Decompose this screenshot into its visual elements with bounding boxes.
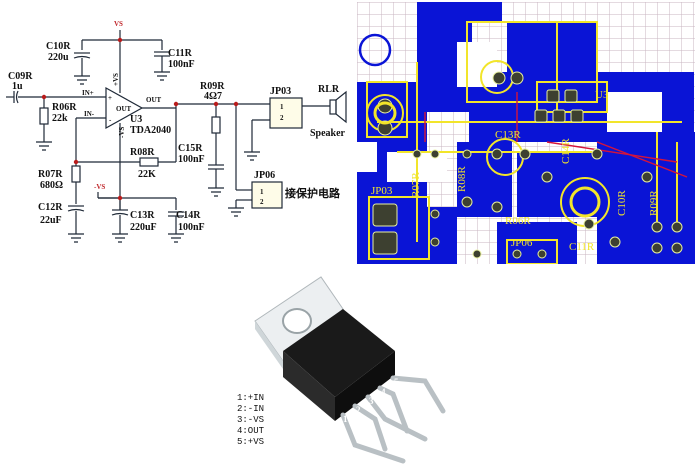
pcb-pads xyxy=(372,71,683,259)
pcb-r07r-label: R07R xyxy=(410,172,422,198)
pcb-r06r-label: R06R xyxy=(505,215,531,227)
r06r-name: R06R xyxy=(52,102,77,113)
c09r-value: 1u xyxy=(12,81,23,92)
red-traces xyxy=(424,92,688,178)
pcb-c14r-label: C14R xyxy=(560,138,572,164)
pcb-jp03-label: JP03 xyxy=(371,185,393,197)
c10r-hatch xyxy=(373,101,397,125)
jp06-name: JP06 xyxy=(254,170,275,181)
c15r-name: C15R xyxy=(178,143,203,154)
c10r-name: C10R xyxy=(46,41,71,52)
pin-legend: 1:+IN 2:-IN 3:-VS 4:OUT 5:+VS xyxy=(237,393,264,448)
r07r-value: 680Ω xyxy=(40,180,63,191)
opamp-plus-sign: + xyxy=(108,94,112,102)
schematic-wires xyxy=(6,30,347,243)
vs-rail-label: VS xyxy=(114,20,123,28)
pin-legend-4: 4:OUT xyxy=(237,426,265,436)
jp03-pin-2: 2 xyxy=(280,114,284,122)
opamp-vs-minus: -VS xyxy=(118,127,126,138)
pin-number-1: 1 xyxy=(343,414,348,424)
pcb-r08r-label: R08R xyxy=(456,166,468,192)
jp03-name: JP03 xyxy=(270,86,291,97)
junction-dots xyxy=(41,37,239,201)
pin-number-5: 5 xyxy=(394,377,399,387)
opamp-name: U3 xyxy=(130,114,142,125)
jp06-protection-label: 接保护电路 xyxy=(285,186,341,200)
r09r-name: R09R xyxy=(200,81,225,92)
package-body-front xyxy=(335,351,395,421)
pin-legend-2: 2:-IN xyxy=(237,404,265,414)
mounting-hole xyxy=(358,33,392,67)
pcb-c11r-label: C11R xyxy=(569,241,595,253)
jp06-pin-2: 2 xyxy=(260,198,264,206)
pin-legend-1: 1:+IN xyxy=(237,393,265,403)
c13r-name: C13R xyxy=(130,210,155,221)
c09r-name: C09R xyxy=(8,71,33,82)
opamp-minus-sign: - xyxy=(109,116,112,124)
speaker-label: Speaker xyxy=(310,128,346,139)
c13r-hatch xyxy=(569,186,601,218)
package-body-top xyxy=(283,309,395,397)
pcb-layout: U3 C13R JP03 R06R JP06 C11R C10R R07R R0… xyxy=(357,2,695,264)
package-pins xyxy=(340,375,446,464)
pcb-c13r-label: C13R xyxy=(495,129,521,141)
package-body-side xyxy=(283,351,335,421)
opamp-in-plus: IN+ xyxy=(82,89,94,97)
pcb-labels: U3 C13R JP03 R06R JP06 C11R C10R R07R R0… xyxy=(371,89,660,253)
pcb-jp06-label: JP06 xyxy=(511,237,533,249)
jp06-pin-1: 1 xyxy=(260,188,264,196)
speaker-name: RLR xyxy=(318,84,340,95)
pin-number-3: 3 xyxy=(369,396,374,406)
pin-number-2: 2 xyxy=(356,405,361,415)
pcb-r09r-label: R09R xyxy=(648,190,660,216)
r09r-value: 4Ω7 xyxy=(204,91,222,102)
r08r-name: R08R xyxy=(130,147,155,158)
pcb-u3-label: U3 xyxy=(595,89,609,101)
opamp-part: TDA2040 xyxy=(130,125,171,136)
c12r-name: C12R xyxy=(38,202,63,213)
copper-pour xyxy=(357,2,695,264)
c10r-value: 220u xyxy=(48,52,69,63)
c13r-value: 220uF xyxy=(130,222,157,233)
tda2040-package-illustration: 1 2 3 4 5 xyxy=(254,276,446,464)
out-net-label: OUT xyxy=(146,96,162,104)
schematic-diagram: VS -VS + - OUT IN+ IN- +VS -VS U3 TDA204… xyxy=(6,20,347,243)
c14r-value: 100nF xyxy=(178,222,205,233)
pin-number-labels: 1 2 3 4 5 xyxy=(343,377,399,424)
c11r-value: 100nF xyxy=(168,59,195,70)
heatsink-tab-edge xyxy=(255,321,283,369)
opamp-out-pin: OUT xyxy=(116,105,132,113)
c11r-name: C11R xyxy=(168,48,193,59)
mounting-hole-icon xyxy=(282,308,312,334)
r08r-value: 22K xyxy=(138,169,156,180)
jp03-pin-1: 1 xyxy=(280,103,284,111)
neg-vs-rail-label: -VS xyxy=(94,183,105,191)
pcb-c10r-label: C10R xyxy=(616,190,628,216)
c12r-value: 22uF xyxy=(40,215,62,226)
pin-legend-5: 5:+VS xyxy=(237,437,265,447)
opamp-vs-plus: +VS xyxy=(112,73,120,86)
pin-number-4: 4 xyxy=(381,387,386,397)
r06r-value: 22k xyxy=(52,113,68,124)
pin-legend-3: 3:-VS xyxy=(237,415,265,425)
opamp-in-minus: IN- xyxy=(84,110,95,118)
c15r-value: 100nF xyxy=(178,154,205,165)
c14r-name: C14R xyxy=(176,210,201,221)
r07r-name: R07R xyxy=(38,169,63,180)
